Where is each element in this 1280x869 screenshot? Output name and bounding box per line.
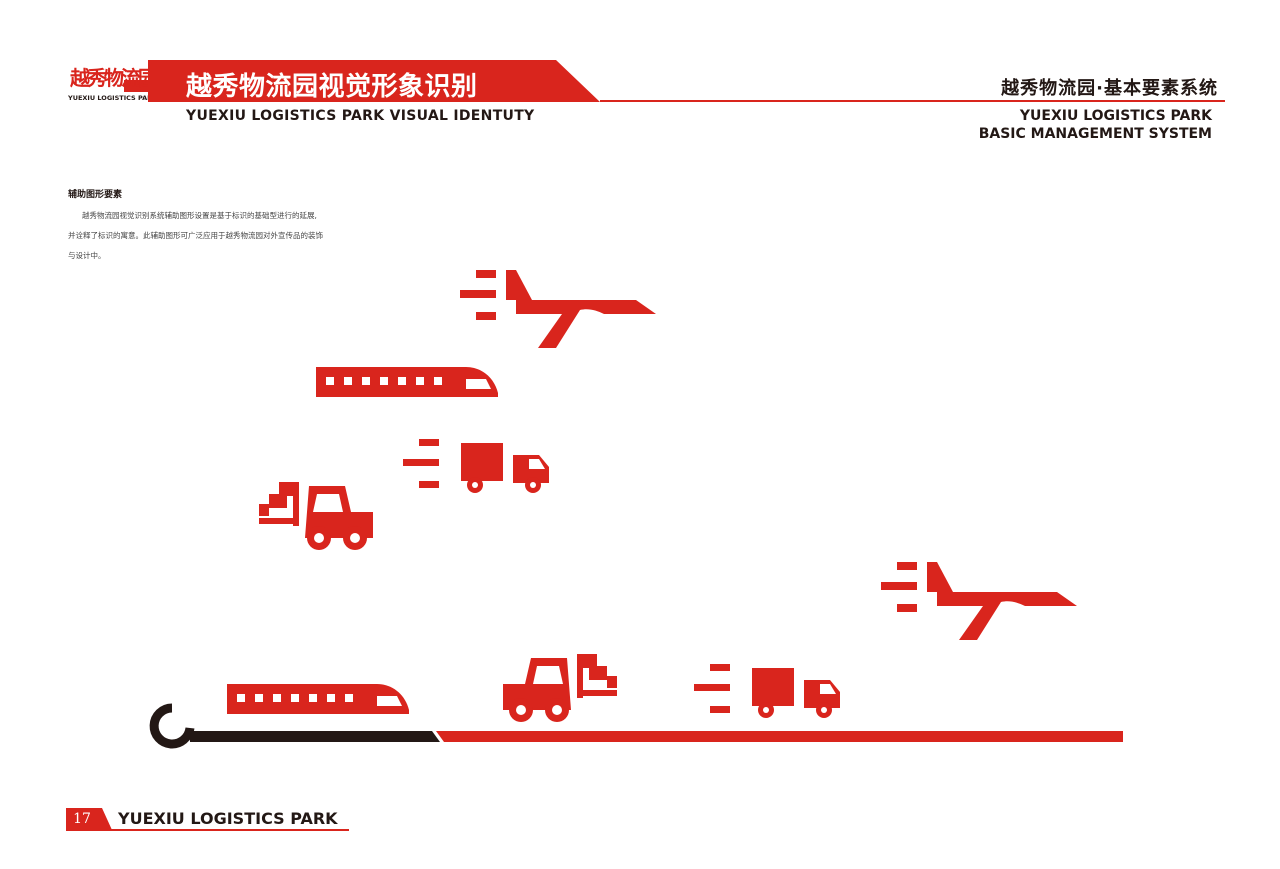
logo-mark (124, 80, 150, 92)
logo-text-en: YUEXIU LOGISTICS PARK (68, 94, 158, 102)
section-description: 越秀物流园视觉识别系统辅助图形设置是基于标识的基础型进行的延展, 并诠释了标识的… (68, 206, 378, 266)
title-band (148, 60, 600, 102)
page-title: 越秀物流园视觉形象识别 (186, 72, 478, 102)
footer-divider (66, 829, 349, 831)
truck-icon (403, 439, 549, 493)
description-line: 越秀物流园视觉识别系统辅助图形设置是基于标识的基础型进行的延展, (82, 211, 317, 220)
logo-text-cn: 越秀物流园 (70, 66, 158, 90)
forklift-icon (503, 654, 617, 722)
footer-label: YUEXIU LOGISTICS PARK (118, 809, 338, 828)
track-bar (149, 703, 1123, 749)
section-title-right: 越秀物流园·基本要素系统 (1001, 78, 1218, 99)
description-line: 与设计中。 (68, 251, 106, 260)
forklift-icon (259, 482, 373, 550)
airplane-icon (460, 270, 656, 348)
train-icon (227, 684, 409, 714)
page-subtitle: YUEXIU LOGISTICS PARK VISUAL IDENTUTY (186, 108, 535, 124)
section-heading: 辅助图形要素 (68, 190, 123, 200)
truck-icon (694, 664, 840, 718)
airplane-icon (881, 562, 1077, 640)
description-line: 并诠释了标识的寓意。此辅助图形可广泛应用于越秀物流园对外宣传品的装饰 (68, 231, 323, 240)
train-icon (316, 367, 498, 397)
page-number-tail (96, 808, 112, 830)
header-divider (600, 100, 1225, 102)
section-subtitle-right-1: YUEXIU LOGISTICS PARK (1019, 108, 1212, 124)
section-subtitle-right-2: BASIC MANAGEMENT SYSTEM (978, 126, 1212, 142)
page-number: 17 (66, 808, 98, 830)
